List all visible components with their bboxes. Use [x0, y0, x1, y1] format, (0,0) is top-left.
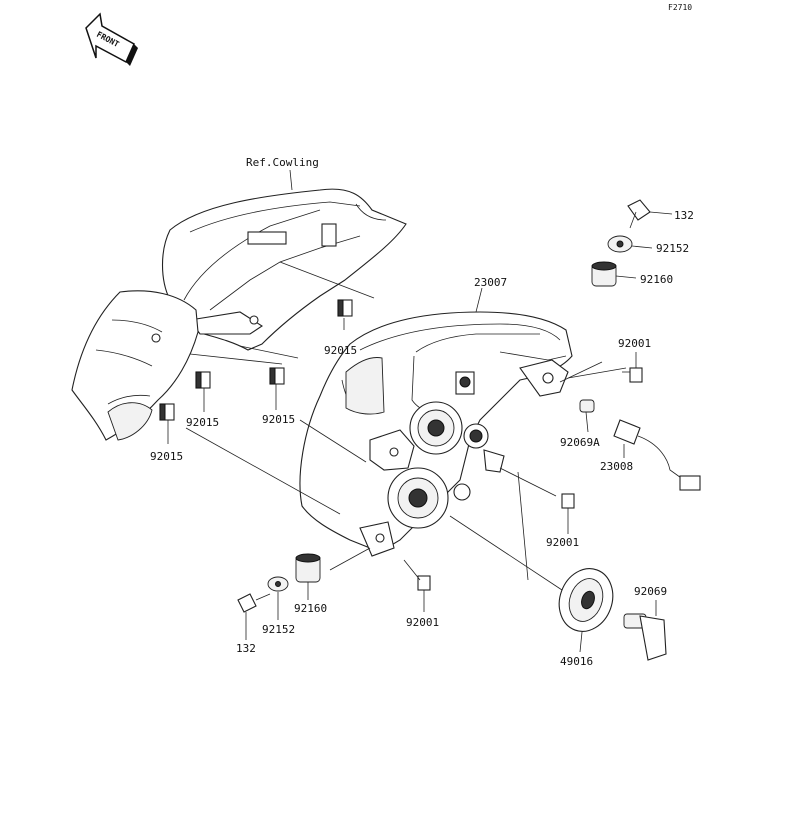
callout-92152-top: 92152 [656, 242, 689, 255]
clip-92015-c [269, 367, 285, 385]
callout-92001-bottom: 92001 [406, 616, 439, 629]
headlight-assembly [299, 311, 573, 557]
callout-132-top: 132 [674, 209, 694, 222]
screw-132-top [627, 199, 673, 229]
callout-132-bottom: 132 [236, 642, 256, 655]
callout-92160-bottom: 92160 [294, 602, 327, 615]
cap-49016 [558, 568, 614, 653]
ref-cowling-label: Ref.Cowling [246, 156, 319, 169]
figure-code: F2710 [668, 3, 692, 12]
callout-49016: 49016 [560, 655, 593, 668]
washer-92152-bottom [267, 576, 289, 620]
screw-132-bottom [237, 593, 271, 640]
clip-92015-b [195, 371, 211, 389]
socket-23008 [613, 419, 701, 491]
grommet-92160-bottom [295, 553, 321, 600]
bulb-92069A [579, 399, 595, 433]
cowling [71, 188, 407, 441]
bolt-92001-right [622, 352, 643, 383]
callout-92015-d: 92015 [150, 450, 183, 463]
callout-23008: 23008 [600, 460, 633, 473]
bolt-92001-mid [561, 493, 575, 534]
callout-92015-c: 92015 [262, 413, 295, 426]
bulb-92069 [623, 600, 667, 661]
grommet-92160-top [591, 261, 637, 287]
callout-92069A: 92069A [560, 436, 600, 449]
leader-lines [167, 287, 627, 591]
bolt-92001-bottom [417, 575, 431, 612]
callout-92015-b: 92015 [186, 416, 219, 429]
callout-92160-top: 92160 [640, 273, 673, 286]
clip-92015-d [159, 403, 175, 421]
clip-92015-a [337, 299, 353, 317]
callout-92001-mid: 92001 [546, 536, 579, 549]
callout-92069: 92069 [634, 585, 667, 598]
washer-92152-top [607, 235, 653, 253]
callout-23007: 23007 [474, 276, 507, 289]
callout-92015-a: 92015 [324, 344, 357, 357]
callout-92152-bottom: 92152 [262, 623, 295, 636]
front-arrow-icon: FRONT [85, 12, 138, 66]
callout-92001-right: 92001 [618, 337, 651, 350]
